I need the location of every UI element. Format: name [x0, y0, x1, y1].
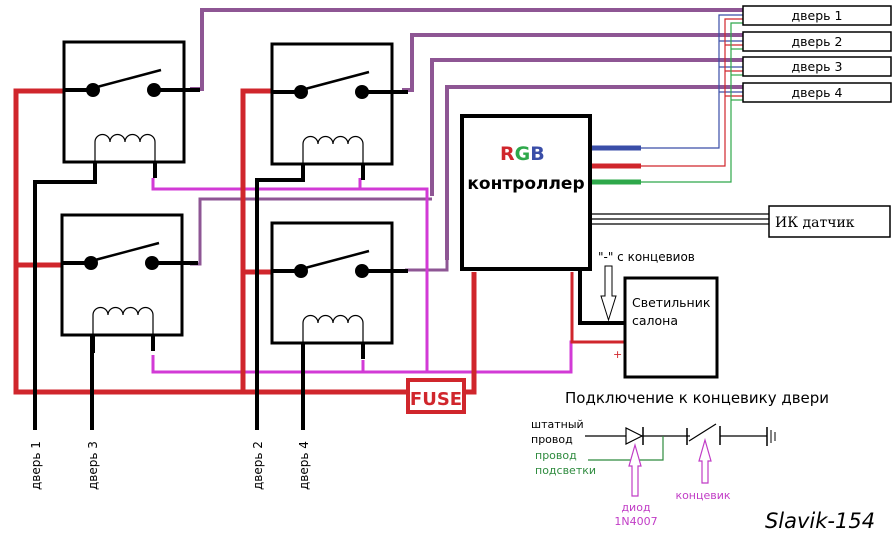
rgb-thin-wires	[641, 14, 743, 183]
relay-3	[60, 213, 198, 353]
lamp-label-line2: салона	[632, 313, 678, 328]
relay-switch-arm	[304, 70, 370, 91]
door-box-1: дверь 1	[742, 5, 892, 26]
door-wire-labels: дверь 1 дверь 3 дверь 2 дверь 4	[29, 441, 311, 490]
fuse: FUSE	[406, 378, 466, 414]
diode-label-1: диод	[621, 501, 650, 514]
relay-2	[270, 42, 408, 182]
relay-body	[270, 42, 394, 166]
relay-body	[270, 221, 394, 345]
author-signature: Slavik-154	[765, 509, 875, 533]
door-3-signal-wire	[430, 58, 743, 196]
relay-contact-icon	[147, 83, 161, 97]
relay-contact-icon	[294, 85, 308, 99]
door-wire-label-3: дверь 3	[86, 441, 100, 490]
door-4-signal-wire	[445, 85, 743, 260]
limit-note-text: "-" с концевиов	[598, 250, 695, 264]
relay-coil-icon	[92, 306, 154, 335]
relay-body	[60, 213, 184, 337]
lamp-label-line1: Светильник	[632, 295, 711, 310]
controller-rgb-label: RGB	[500, 143, 545, 165]
relay-switch-arm	[304, 249, 370, 270]
limit-switch-icon	[686, 423, 767, 445]
relay-contact-icon	[294, 264, 308, 278]
door-box-label: дверь 1	[792, 8, 843, 23]
diode-label-2: 1N4007	[614, 515, 657, 528]
switch-pointer-arrow-icon	[698, 437, 712, 484]
down-arrow-icon	[600, 265, 617, 322]
door-box-label: дверь 4	[792, 85, 843, 100]
switch-label: концевик	[675, 489, 730, 502]
ir-sensor-label: ИК датчик	[775, 215, 855, 231]
door-4-relay-wire	[405, 260, 449, 272]
ground-icon	[766, 427, 776, 446]
relay-coil-icon	[94, 133, 156, 162]
door-wire-label-1: дверь 1	[29, 441, 43, 490]
door-wire-label-2: дверь 2	[251, 441, 265, 490]
stock-wire-label-2: провод	[531, 433, 573, 446]
light-wire-label-2: подсветки	[535, 464, 596, 477]
relay-coil-icon	[302, 135, 364, 164]
relay-body	[62, 40, 186, 164]
light-wire-label-1: провод	[535, 449, 577, 462]
relay-4	[270, 221, 408, 361]
relay-contact-icon	[84, 256, 98, 270]
door-boxes: дверь 1 дверь 2 дверь 3 дверь 4	[742, 5, 892, 103]
relay-contact-icon	[355, 85, 369, 99]
door-2-signal-wire	[402, 33, 743, 92]
limit-switch-inset: Подключение к концевику двери штатный пр…	[531, 389, 829, 528]
relay-contact-icon	[355, 264, 369, 278]
relay-switch-arm	[96, 68, 162, 89]
relay-contact-icon	[86, 83, 100, 97]
relay-switch-arm	[94, 241, 160, 262]
diode-icon	[625, 427, 644, 445]
relay-1	[62, 40, 200, 180]
relay-contact-icon	[145, 256, 159, 270]
door-box-4: дверь 4	[742, 82, 892, 103]
cabin-lamp: Светильник салона +	[578, 269, 719, 379]
stock-wire-label-1: штатный	[531, 418, 584, 431]
door-box-label: дверь 2	[792, 34, 843, 49]
relay-coil-icon	[302, 314, 364, 343]
rgb-controller: RGB контроллер	[460, 114, 641, 271]
ir-sensor: ИК датчик	[592, 205, 891, 238]
relays	[60, 40, 408, 361]
limit-switch-note: "-" с концевиов	[598, 250, 695, 322]
door-wire-label-4: дверь 4	[297, 441, 311, 490]
door-box-3: дверь 3	[742, 56, 892, 77]
controller-label: контроллер	[467, 174, 584, 194]
lamp-plus-sign: +	[613, 348, 622, 361]
inset-title: Подключение к концевику двери	[565, 389, 829, 407]
door-box-2: дверь 2	[742, 31, 892, 52]
door-box-label: дверь 3	[792, 59, 843, 74]
diode-pointer-arrow-icon	[628, 442, 642, 497]
fuse-label: FUSE	[410, 389, 462, 410]
